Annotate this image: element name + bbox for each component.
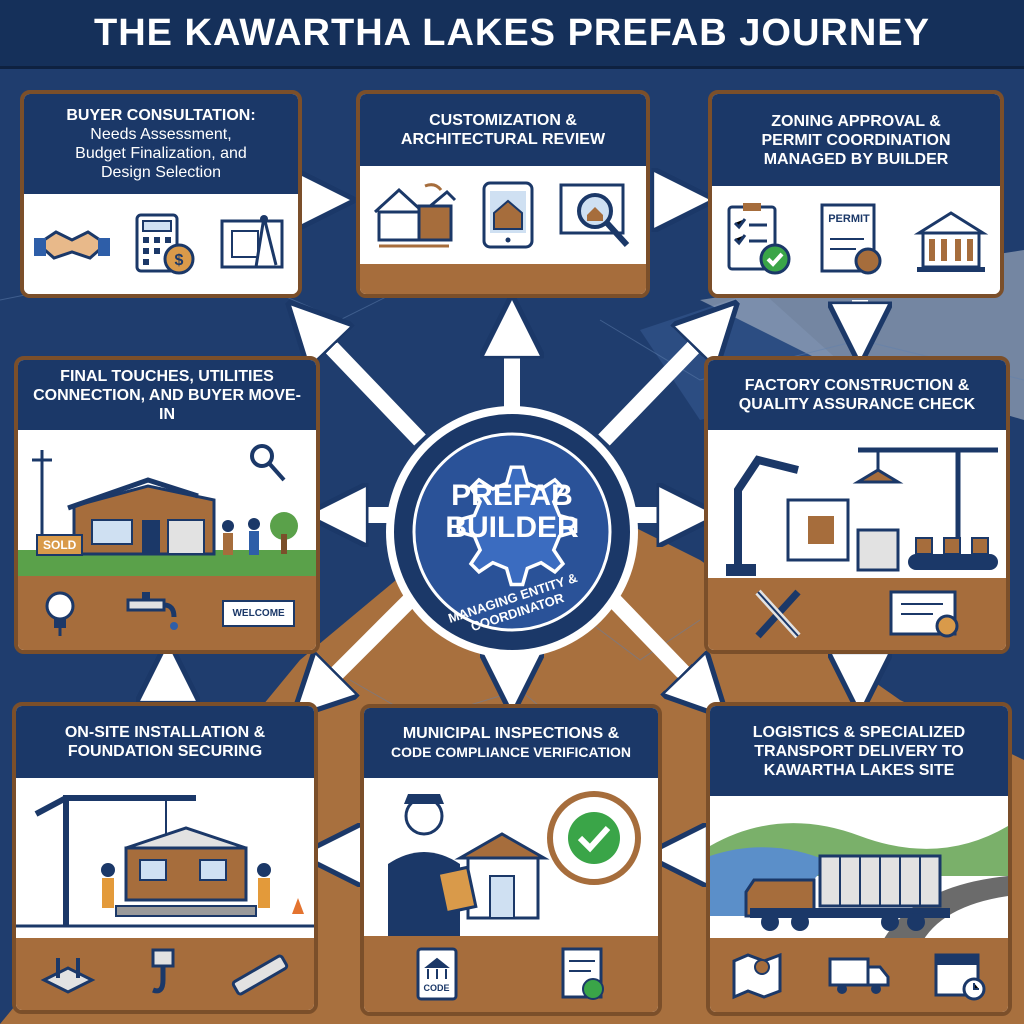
water-tap-icon (126, 592, 178, 630)
code-book-icon: CODE (414, 945, 460, 1003)
step-header: CUSTOMIZATION & ARCHITECTURAL REVIEW (360, 94, 646, 166)
gear-icon (456, 465, 578, 587)
step-title: ARCHITECTURAL REVIEW (400, 131, 606, 148)
transport-scene (710, 796, 1008, 946)
step-municipal-inspection: MUNICIPAL INSPECTIONS & CODE COMPLIANCE … (360, 704, 662, 1016)
step-title: ON-SITE INSTALLATION & (64, 724, 266, 741)
welcome-mat-label: WELCOME (222, 599, 295, 627)
step-title: MANAGED BY BUILDER (763, 150, 949, 168)
installation-scene (16, 795, 314, 928)
step-header: FACTORY CONSTRUCTION & QUALITY ASSURANCE… (708, 360, 1006, 430)
factory-scene (726, 447, 998, 576)
code-book-label: CODE (423, 983, 450, 993)
step-title: FACTORY CONSTRUCTION & (744, 377, 970, 394)
step-title: BUYER CONSULTATION: (66, 107, 256, 124)
step-title: PERMIT COORDINATION (761, 131, 951, 149)
approved-document-icon (561, 947, 604, 1000)
step-title: MUNICIPAL INSPECTIONS & (402, 725, 620, 742)
step-customization: CUSTOMIZATION & ARCHITECTURAL REVIEW (356, 90, 650, 298)
certificate-icon (889, 590, 958, 638)
page-title: THE KAWARTHA LAKES PREFAB JOURNEY (94, 11, 930, 54)
step-title: QUALITY ASSURANCE CHECK (738, 396, 976, 413)
keys-icon (250, 444, 286, 482)
step-header: ZONING APPROVAL & PERMIT COORDINATION MA… (712, 94, 1000, 186)
municipal-building-icon (913, 211, 988, 272)
permit-label: PERMIT (828, 213, 870, 225)
step-logistics-transport: LOGISTICS & SPECIALIZED TRANSPORT DELIVE… (706, 702, 1012, 1016)
inspector-scene (388, 791, 641, 944)
anchor-bolt-icon (40, 958, 96, 994)
step-title: TRANSPORT DELIVERY TO (754, 742, 964, 760)
house-plan-icon (374, 183, 457, 248)
step-buyer-consultation: BUYER CONSULTATION: Needs Assessment, Bu… (20, 90, 302, 298)
permit-icon: PERMIT (816, 201, 890, 279)
handshake-icon (34, 230, 111, 260)
magnifier-blueprint-icon (559, 183, 629, 248)
level-icon (232, 954, 289, 996)
step-zoning-permit: ZONING APPROVAL & PERMIT COORDINATION MA… (708, 90, 1004, 298)
step-onsite-installation: ON-SITE INSTALLATION & FOUNDATION SECURI… (12, 702, 318, 1014)
step-factory-construction: FACTORY CONSTRUCTION & QUALITY ASSURANCE… (704, 356, 1010, 654)
step-final-touches: FINAL TOUCHES, UTILITIES CONNECTION, AND… (14, 356, 320, 654)
hub-title: PREFAB BUILDER (384, 480, 640, 544)
calculator-icon: $ (135, 213, 195, 275)
step-header: FINAL TOUCHES, UTILITIES CONNECTION, AND… (18, 360, 316, 430)
step-title: CONNECTION, AND BUYER MOVE-IN (33, 386, 301, 423)
step-header: ON-SITE INSTALLATION & FOUNDATION SECURI… (16, 706, 314, 778)
prefab-builder-hub (386, 406, 638, 658)
calendar-icon (934, 953, 986, 1001)
house-sold-scene (18, 444, 316, 580)
step-title: LOGISTICS & SPECIALIZED (752, 723, 966, 741)
step-subtitle-line: Design Selection (100, 164, 222, 181)
svg-text:$: $ (175, 252, 184, 269)
delivery-truck-icon (828, 957, 890, 994)
title-banner: THE KAWARTHA LAKES PREFAB JOURNEY (0, 0, 1024, 69)
blueprint-compass-icon (220, 215, 284, 269)
welcome-mat-icon: WELCOME (222, 599, 295, 627)
sold-sign: SOLD (36, 534, 84, 556)
step-title: ZONING APPROVAL & (771, 112, 941, 130)
step-title: CUSTOMIZATION & (429, 112, 577, 129)
hub-title-line2: BUILDER (445, 511, 579, 544)
crane-hook-icon (151, 948, 175, 994)
step-subtitle-line: Budget Finalization, and (75, 145, 247, 162)
step-header: LOGISTICS & SPECIALIZED TRANSPORT DELIVE… (710, 706, 1008, 796)
step-title: FINAL TOUCHES, UTILITIES (60, 367, 274, 385)
map-pin-icon (732, 952, 782, 1000)
tools-icon (754, 589, 801, 639)
step-header: MUNICIPAL INSPECTIONS & CODE COMPLIANCE … (364, 708, 658, 778)
step-subtitle-line: Needs Assessment, (90, 126, 232, 143)
step-title: KAWARTHA LAKES SITE (763, 761, 955, 779)
tablet-house-icon (482, 181, 534, 249)
step-header: BUYER CONSULTATION: Needs Assessment, Bu… (24, 94, 298, 194)
step-title: FOUNDATION SECURING (67, 743, 263, 760)
hub-title-line1: PREFAB (451, 479, 573, 512)
checklist-icon (727, 203, 791, 275)
step-title: CODE COMPLIANCE VERIFICATION (390, 744, 632, 760)
lightbulb-icon (45, 591, 75, 636)
